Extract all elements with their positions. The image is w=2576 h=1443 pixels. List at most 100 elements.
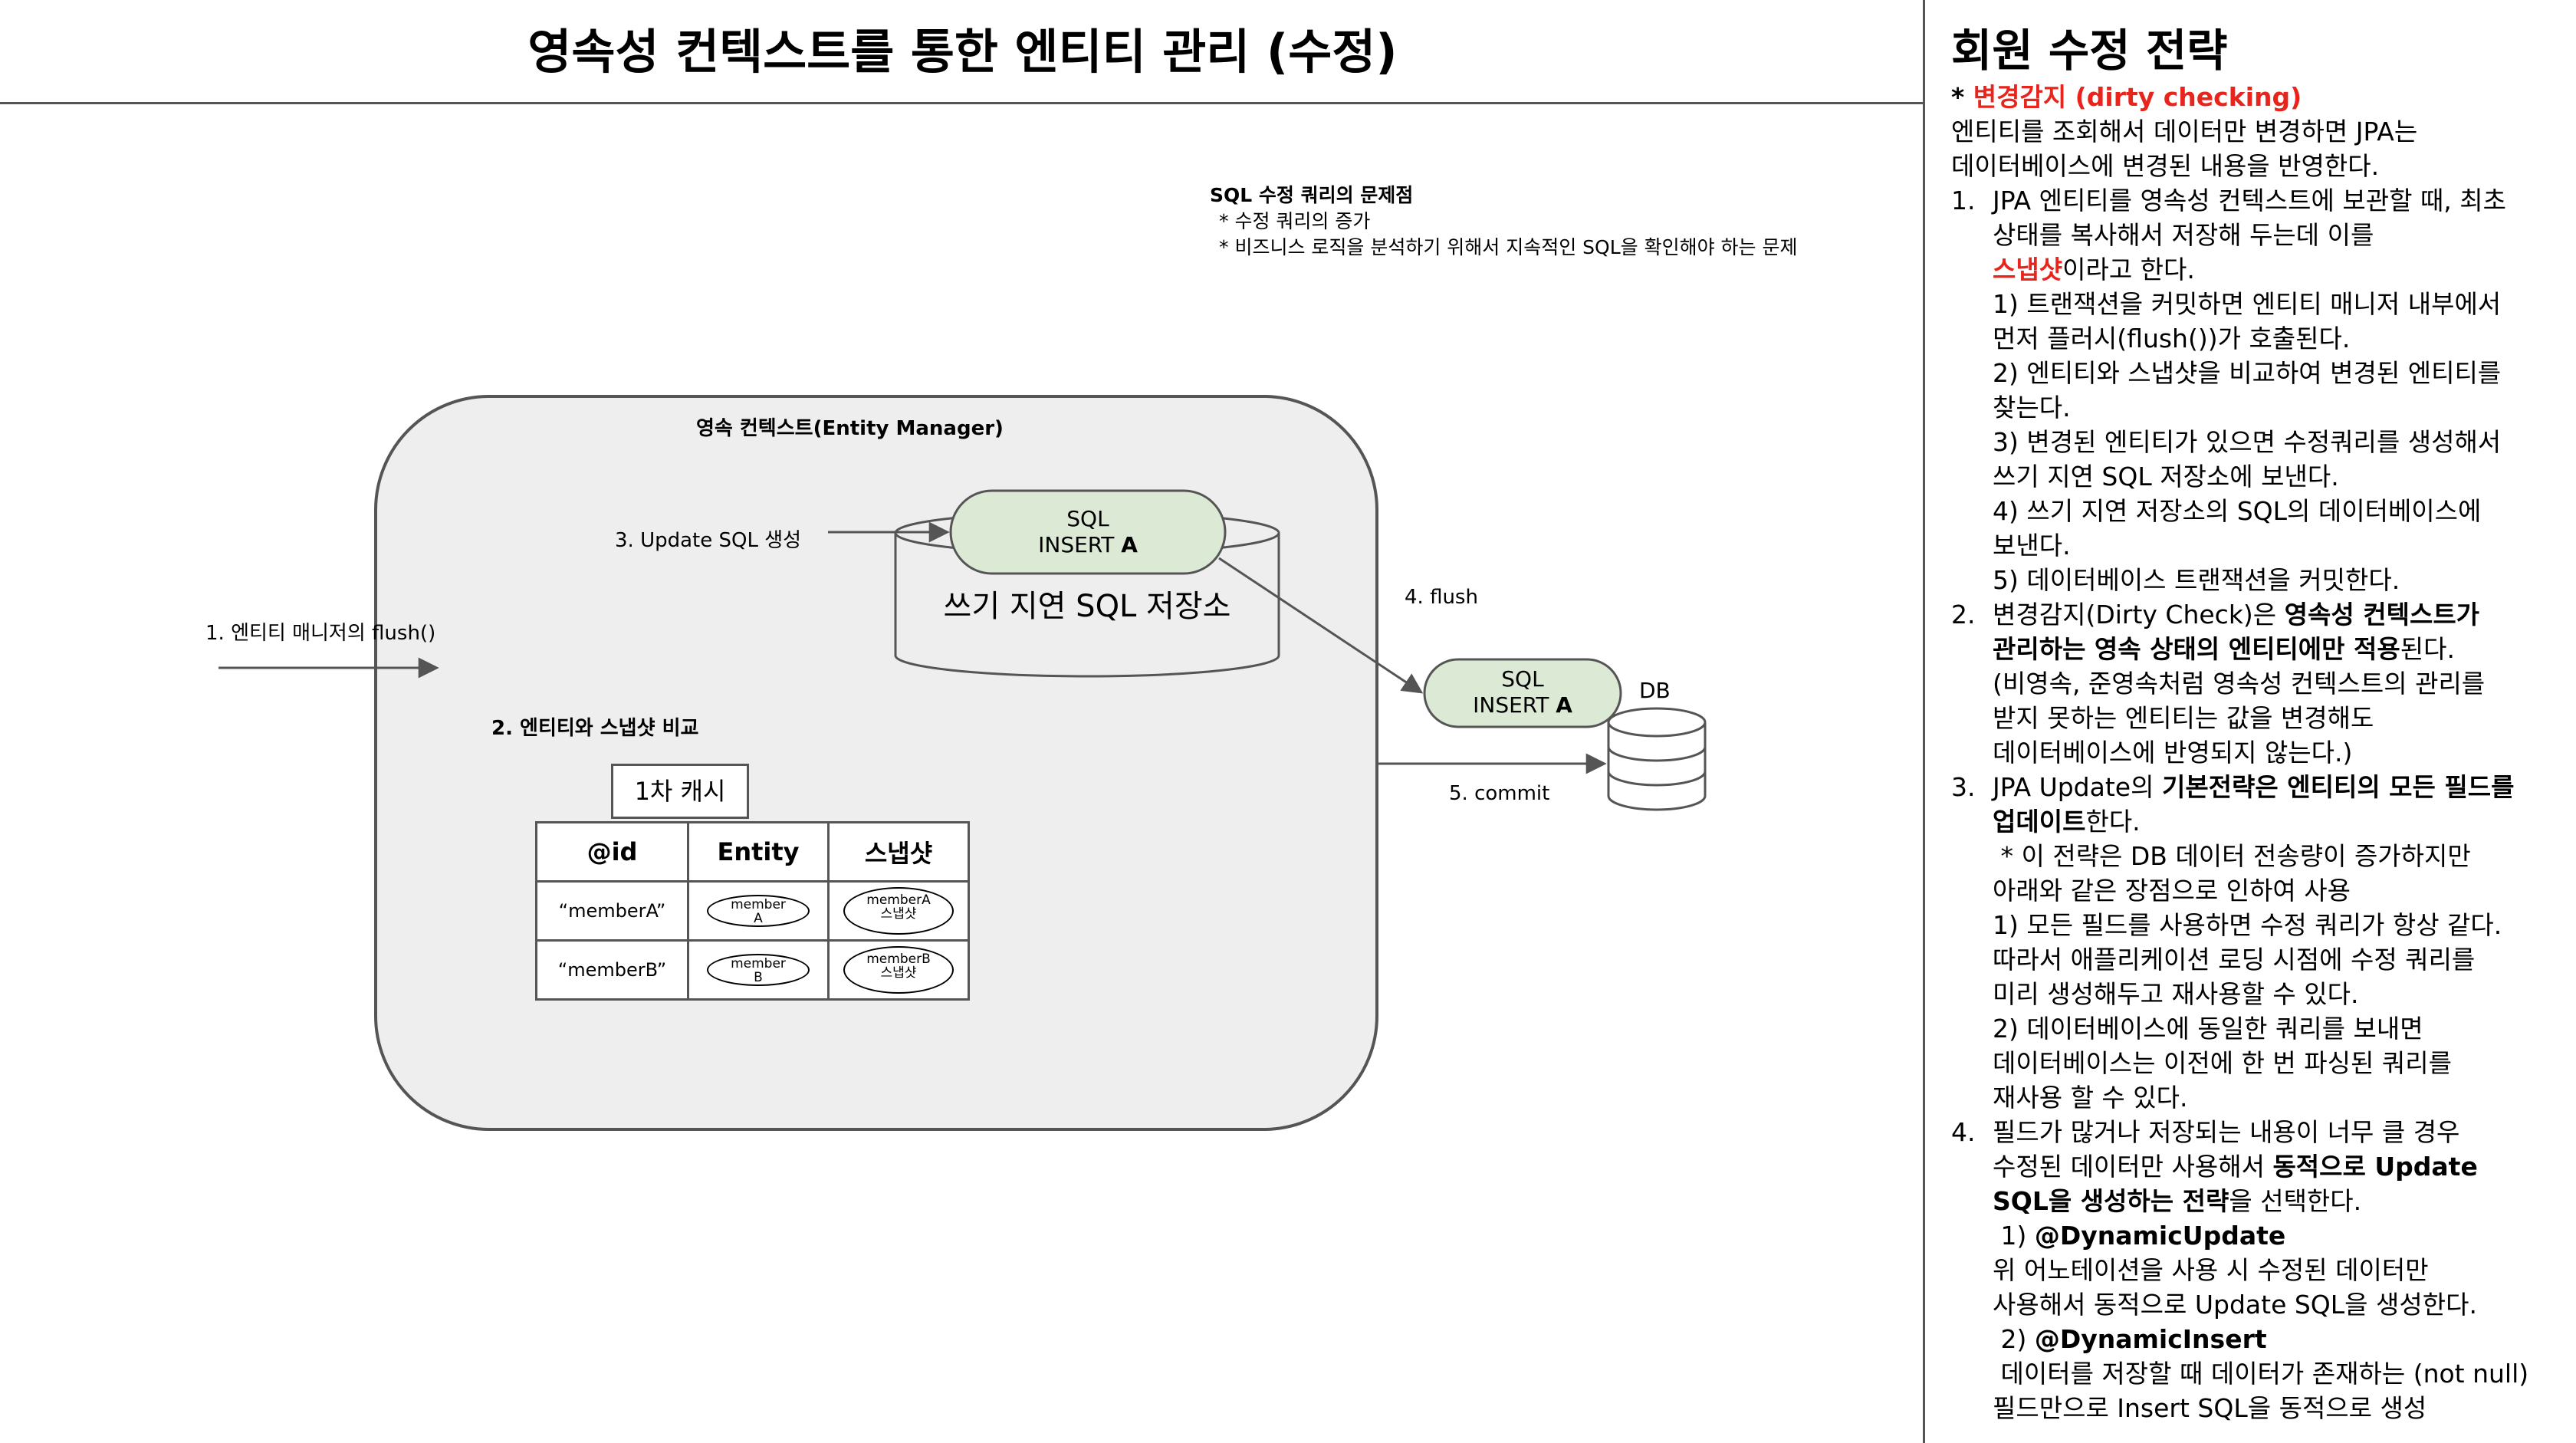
db-label: DB xyxy=(1639,678,1671,703)
first-level-cache-label: 1차 캐시 xyxy=(611,764,749,819)
snapshot-oval-line1: memberA xyxy=(866,892,931,908)
strategy-title: 회원 수정 전략 xyxy=(1951,25,2228,77)
substep-text: 재사용 할 수 있다. xyxy=(1993,1083,2188,1113)
substep-text: 2) 엔티티와 스냅샷을 비교하여 변경된 엔티티를 xyxy=(1993,358,2502,388)
snapshot-oval-line2: 스냅샷 xyxy=(880,965,917,981)
annotation-heading: 1) @DynamicUpdate xyxy=(1951,1218,2564,1253)
cache-id: “memberA” xyxy=(535,880,689,942)
sql-pill-line1: SQL xyxy=(1066,506,1109,531)
substep-text: 쓰기 지연 SQL 저장소에 보낸다. xyxy=(1993,462,2339,491)
point-text: JPA Update의 xyxy=(1993,772,2162,802)
db-pill-shape xyxy=(1423,658,1622,728)
step3-label: 3. Update SQL 생성 xyxy=(615,529,802,552)
dirty-checking-heading: * 변경감지 (dirty checking) xyxy=(1951,80,2564,114)
dynamic-update-annotation: @DynamicUpdate xyxy=(2034,1221,2286,1251)
dynamic-insert-annotation: @DynamicInsert xyxy=(2034,1324,2267,1354)
point-number: 4. xyxy=(1951,1117,1976,1147)
point1: 1. JPA 엔티티를 영속성 컨텍스트에 보관할 때, 최초 xyxy=(1951,183,2564,218)
substep-text: 데이터베이스는 이전에 한 번 파싱된 쿼리를 xyxy=(1993,1048,2452,1078)
substep-text: 1) 모든 필드를 사용하면 수정 쿼리가 항상 같다. xyxy=(1993,910,2502,940)
substep-text: 2) 데이터베이스에 동일한 쿼리를 보내면 xyxy=(1993,1014,2423,1044)
point-text: 데이터를 저장할 때 데이터가 존재하는 (not null) xyxy=(1993,1359,2529,1389)
step5-label: 5. commit xyxy=(1449,782,1550,805)
substep-text: 따라서 애플리케이션 로딩 시점에 수정 쿼리를 xyxy=(1993,945,2476,975)
substep-text: 3) 변경된 엔티티가 있으면 수정쿼리를 생성해서 xyxy=(1993,427,2502,457)
entity-oval-line1: member xyxy=(731,956,786,971)
db-pill-line2: INSERT xyxy=(1473,692,1549,718)
point-number: 2. xyxy=(1951,600,1976,629)
entity-oval-line2: B xyxy=(754,970,763,985)
snapshot-term: 스냅샷 xyxy=(1993,255,2063,284)
cache-header-snapshot: 스냅샷 xyxy=(827,821,970,883)
point-text: * 이 전략은 DB 데이터 전송량이 증가하지만 xyxy=(1993,841,2471,871)
substep-text: 먼저 플러시(flush())가 호출된다. xyxy=(1993,324,2351,353)
sql-pill-line2: INSERT xyxy=(1038,532,1115,557)
point-text-part: 수정된 데이터만 사용해서 xyxy=(1993,1152,2273,1182)
snapshot-oval-line2: 스냅샷 xyxy=(880,906,917,922)
sql-pill-shape xyxy=(949,489,1227,575)
page-title: 영속성 컨텍스트를 통한 엔티티 관리 (수정) xyxy=(527,24,1398,80)
substep-text: 5) 데이터베이스 트랜잭션을 커밋한다. xyxy=(1993,565,2400,595)
point-text: 사용해서 동적으로 Update SQL을 생성한다. xyxy=(1993,1290,2477,1320)
substep-text: 1) 트랜잭션을 커밋하면 엔티티 매니저 내부에서 xyxy=(1993,289,2502,319)
point4: 4.필드가 많거나 저장되는 내용이 너무 클 경우 xyxy=(1951,1115,2564,1149)
sql-problem-item: * 수정 쿼리의 증가 xyxy=(1219,210,1371,232)
point3: 3.JPA Update의 기본전략은 엔티티의 모든 필드를 xyxy=(1951,770,2564,804)
point-text: SQL을 생성하는 전략을 선택한다. xyxy=(1951,1184,2564,1218)
point-text: 위 어노테이션을 사용 시 수정된 데이터만 xyxy=(1993,1255,2429,1285)
db-pill-text: SQL INSERT A xyxy=(1424,666,1621,718)
point-number: 1. xyxy=(1951,186,1976,215)
point-text: 상태를 복사해서 저장해 두는데 이를 xyxy=(1993,220,2374,250)
snapshot-oval-line1: memberB xyxy=(866,952,931,967)
point-text: 관리하는 영속 상태의 엔티티에만 적용된다. xyxy=(1951,632,2564,666)
sql-problem-heading: SQL 수정 쿼리의 문제점 xyxy=(1210,184,1414,206)
substep-text: 보낸다. xyxy=(1993,531,2071,560)
point-text: 스냅샷이라고 한다. xyxy=(1951,252,2564,287)
point-text: 아래와 같은 장점으로 인하여 사용 xyxy=(1993,876,2351,906)
entity-oval-line1: member xyxy=(731,897,786,912)
sql-problem-item: * 비즈니스 로직을 분석하기 위해서 지속적인 SQL을 확인해야 하는 문제 xyxy=(1219,236,1798,258)
point-number: 3. xyxy=(1951,772,1976,802)
db-pill-bold: A xyxy=(1556,692,1572,718)
point-text: 업데이트한다. xyxy=(1951,804,2564,839)
point-text: 필드만으로 Insert SQL을 동적으로 생성 xyxy=(1993,1393,2427,1423)
annotation-heading: 2) @DynamicInsert xyxy=(1951,1322,2564,1356)
vertical-divider xyxy=(1923,0,1925,1443)
point-text-bold: SQL을 생성하는 전략 xyxy=(1993,1186,2229,1216)
entity-oval-line2: A xyxy=(754,911,763,926)
point-text: 수정된 데이터만 사용해서 동적으로 Update xyxy=(1951,1149,2564,1184)
intro-line: 엔티티를 조회해서 데이터만 변경하면 JPA는 xyxy=(1951,117,2418,146)
substep-text: 찾는다. xyxy=(1993,393,2071,422)
point-text-rest: 이라고 한다. xyxy=(2062,255,2195,284)
cache-header-entity: Entity xyxy=(687,821,830,883)
point-text: JPA 엔티티를 영속성 컨텍스트에 보관할 때, 최초 xyxy=(1993,186,2507,215)
substep-text: 미리 생성해두고 재사용할 수 있다. xyxy=(1993,979,2359,1009)
cache-id: “memberB” xyxy=(535,939,689,1001)
step2-label: 2. 엔티티와 스냅샷 비교 xyxy=(491,717,699,740)
point-text: 데이터베이스에 반영되지 않는다.) xyxy=(1993,738,2353,768)
sql-pill-bold: A xyxy=(1121,532,1138,557)
point-text: 변경감지(Dirty Check)은 xyxy=(1993,600,2285,629)
cache-header-id: @id xyxy=(535,821,689,883)
point-text-bold: 업데이트 xyxy=(1993,807,2086,837)
point-text-bold: 관리하는 영속 상태의 엔티티에만 적용 xyxy=(1993,634,2400,664)
db-pill-line1: SQL xyxy=(1501,666,1544,692)
dirty-prefix: * xyxy=(1951,82,1973,112)
intro-line: 데이터베이스에 변경된 내용을 반영한다. xyxy=(1951,151,2380,181)
point-text: 받지 못하는 엔티티는 값을 변경해도 xyxy=(1993,703,2374,733)
dirty-title: 변경감지 (dirty checking) xyxy=(1973,82,2302,112)
point-text-rest: 을 선택한다. xyxy=(2229,1186,2362,1216)
annotation-number: 2) xyxy=(1993,1324,2035,1354)
substep-text: 4) 쓰기 지연 저장소의 SQL의 데이터베이스에 xyxy=(1993,496,2482,526)
step1-label: 1. 엔티티 매니저의 flush() xyxy=(205,622,436,645)
sql-problem-note: SQL 수정 쿼리의 문제점 * 수정 쿼리의 증가 * 비즈니스 로직을 분석… xyxy=(1210,182,1798,261)
point-text-rest: 된다. xyxy=(2400,634,2455,664)
point-text-bold: 동적으로 Update xyxy=(2272,1152,2478,1182)
